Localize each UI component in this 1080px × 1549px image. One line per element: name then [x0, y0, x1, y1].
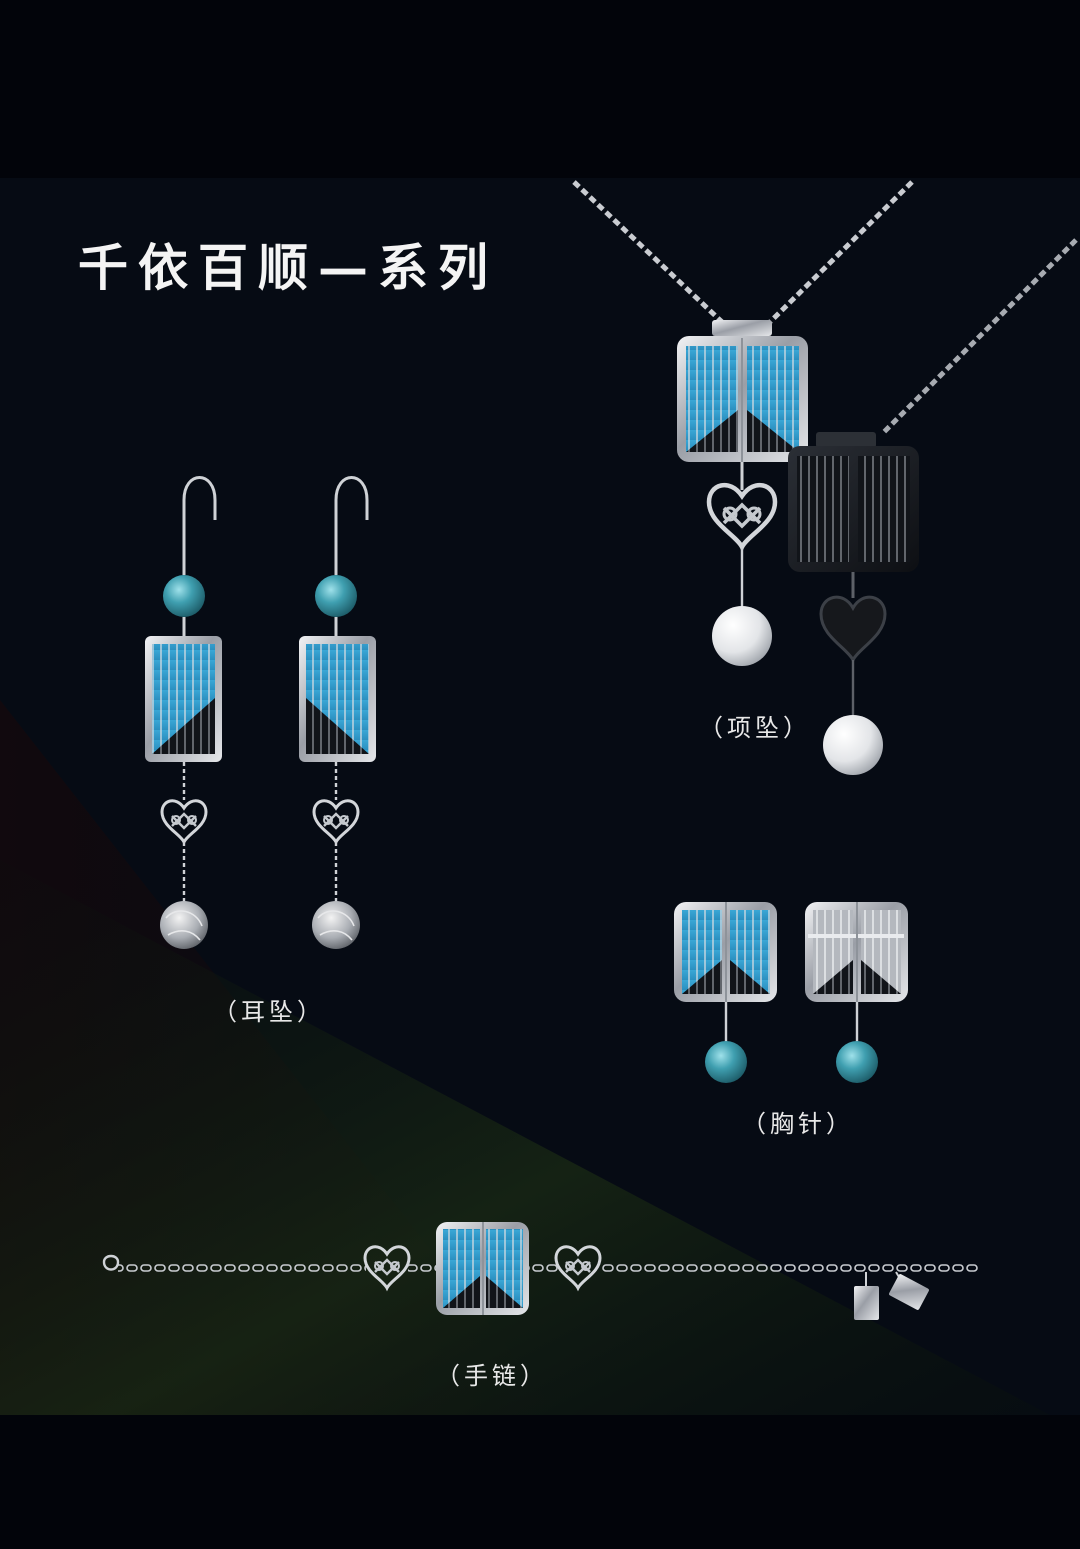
necklace-black [788, 238, 1078, 775]
bracelet-caption: （手链） [436, 1362, 548, 1390]
necklace-caption: （项坠） [699, 714, 811, 742]
necklace-silver [572, 180, 914, 666]
green-glow [0, 860, 1050, 1415]
earrings-caption: （耳坠） [213, 998, 325, 1026]
earring-left [145, 476, 222, 949]
brooch-blue [674, 902, 777, 1083]
brooch-silver [805, 902, 908, 1083]
earring-right [299, 476, 376, 949]
brooch-caption: （胸针） [742, 1110, 854, 1138]
bracelet [102, 1222, 980, 1320]
page-title: 千依百顺—系列 [78, 238, 498, 297]
